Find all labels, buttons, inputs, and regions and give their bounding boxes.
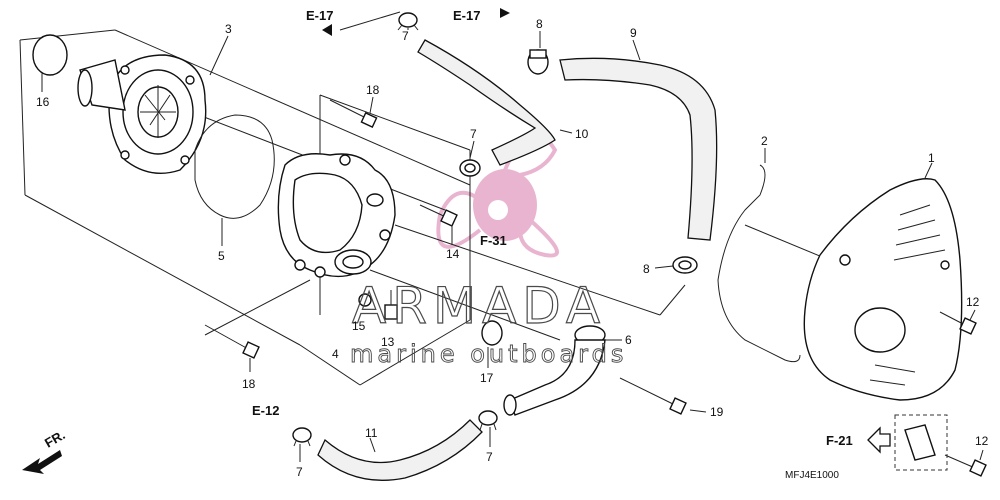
pump-housing <box>277 153 396 278</box>
ref-e17-right: E-17 <box>453 8 480 23</box>
callout-2: 2 <box>761 134 768 148</box>
callout-14: 14 <box>446 247 460 261</box>
watermark-brand: ARMADA <box>352 277 606 335</box>
bolt-13 <box>384 290 398 320</box>
watermark-tagline: marine outboards <box>350 340 627 368</box>
callout-19: 19 <box>710 405 724 419</box>
arrow-e17-right <box>500 8 510 18</box>
o-ring-16 <box>32 34 68 76</box>
gasket-5 <box>194 114 275 219</box>
callout-15: 15 <box>352 319 366 333</box>
bolt-12-lower <box>944 454 987 477</box>
water-pipe-6 <box>503 325 606 416</box>
callout-7-mid: 7 <box>470 127 477 141</box>
callout-13: 13 <box>381 335 395 349</box>
hose-10 <box>417 39 556 166</box>
bolt-12-upper <box>939 311 977 335</box>
ref-f21: F-21 <box>826 433 853 448</box>
front-label: FR. <box>42 427 68 450</box>
water-pump-cover-1 <box>803 178 963 401</box>
ref-e12: E-12 <box>252 403 279 418</box>
hose-clamp-7-mid <box>459 159 481 177</box>
diagram-code: MFJ4E1000 <box>785 470 839 481</box>
callout-11: 11 <box>365 426 378 440</box>
callout-18-top: 18 <box>366 83 380 97</box>
o-ring-17 <box>481 320 503 346</box>
callout-17: 17 <box>480 371 494 385</box>
callout-3: 3 <box>225 22 232 36</box>
callout-12-lower: 12 <box>975 434 989 448</box>
callout-1: 1 <box>928 151 935 165</box>
bolt-19 <box>619 377 687 415</box>
callout-7-lower-mid: 7 <box>486 450 493 464</box>
arrow-e17-left <box>322 11 401 36</box>
ref-e17-left: E-17 <box>306 8 333 23</box>
bolt-14 <box>419 204 458 227</box>
callout-4: 4 <box>332 347 339 361</box>
front-arrow-icon <box>22 450 62 474</box>
callout-7-top: 7 <box>402 29 409 43</box>
f21-detail-box <box>894 414 948 471</box>
callout-8-lower: 8 <box>643 262 650 276</box>
callout-5: 5 <box>218 249 225 263</box>
hose-clamp-7-top <box>397 12 419 31</box>
hose-clamp-7-lower-mid <box>478 410 498 431</box>
callout-7-bottom: 7 <box>296 465 303 479</box>
hose-9 <box>559 57 718 241</box>
callout-8-top: 8 <box>536 17 543 31</box>
hose-clamp-8-lower <box>672 256 698 274</box>
cover-gasket-2 <box>717 164 801 363</box>
hose-11 <box>317 419 483 481</box>
water-pump-assembly-3 <box>77 54 207 174</box>
callout-6: 6 <box>625 333 632 347</box>
watermark-propeller-logo <box>436 132 559 258</box>
hose-clamp-8-top <box>527 49 549 75</box>
bolt-18-bottom <box>204 324 260 359</box>
washer-15 <box>358 293 372 307</box>
callout-9: 9 <box>630 26 637 40</box>
callout-10: 10 <box>575 127 589 141</box>
callout-16: 16 <box>36 95 50 109</box>
callout-12-upper: 12 <box>966 295 980 309</box>
hose-clamp-7-bottom <box>292 427 312 447</box>
arrow-f21 <box>867 426 891 454</box>
ref-f31: F-31 <box>480 233 507 248</box>
callout-18-bottom: 18 <box>242 377 256 391</box>
bolt-18-top <box>329 99 378 128</box>
